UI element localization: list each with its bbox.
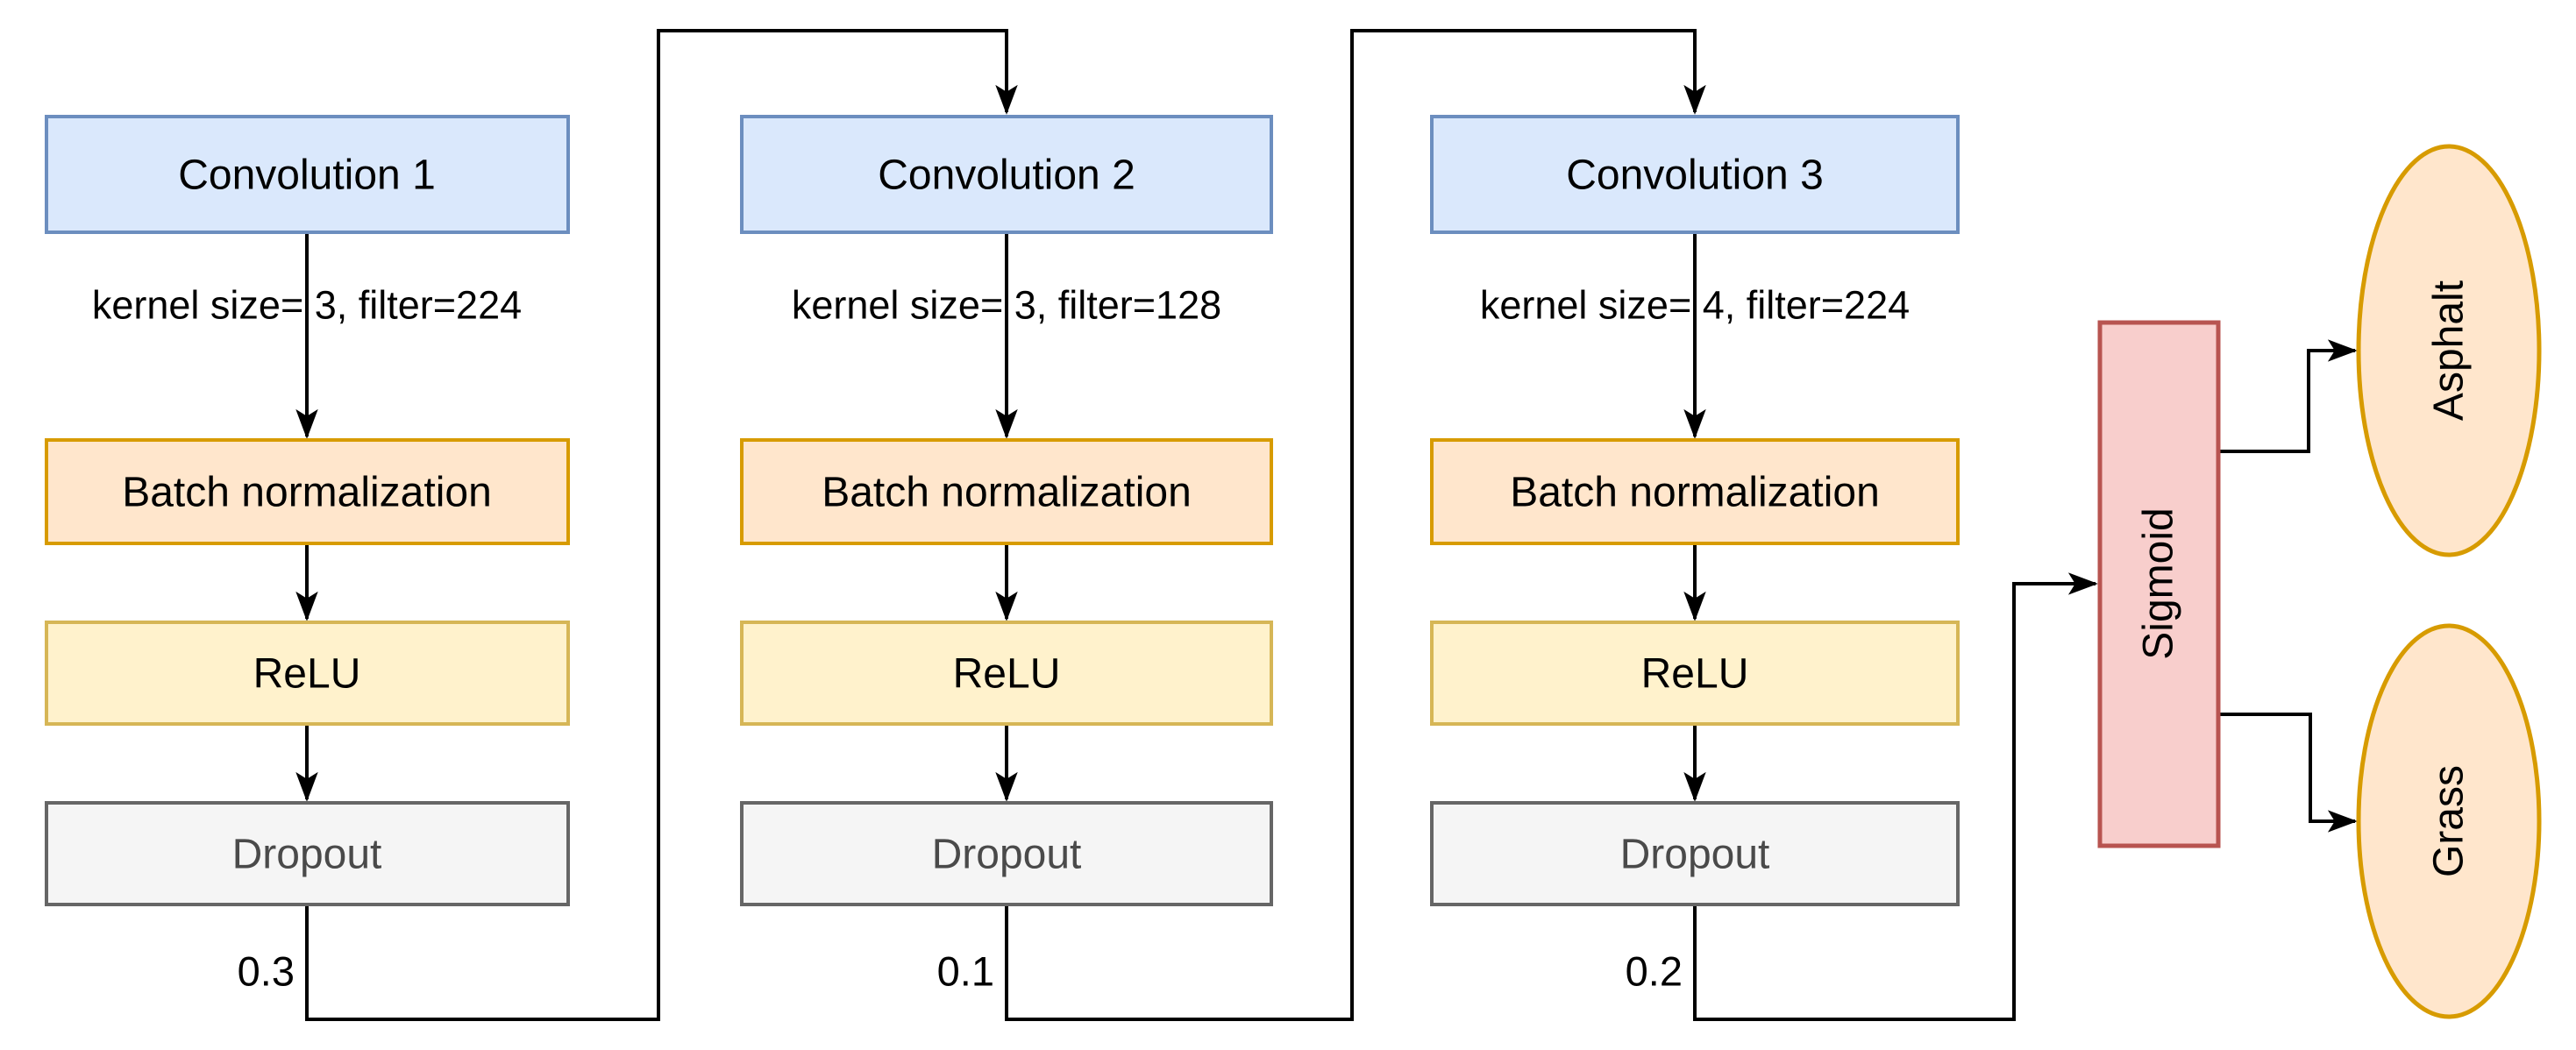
dropout1-label: Dropout (232, 832, 382, 878)
edge-dropout1-to-conv2 (305, 29, 1018, 1021)
dropout1-box (45, 801, 570, 906)
edge-sigmoid-to-grass (2218, 713, 2358, 833)
conv-block-3: Convolution 3 kernel size= 4, filter=224… (1430, 115, 1960, 995)
dropout2-box (740, 801, 1273, 906)
sigmoid-node: Sigmoid (2097, 320, 2221, 848)
sigmoid-box (2097, 320, 2221, 848)
grass-label: Grass (2426, 765, 2473, 877)
relu3-label: ReLU (1641, 651, 1749, 698)
batchnorm2-box (740, 438, 1273, 545)
edge-dropout2-to-conv3 (1005, 29, 1706, 1021)
edge-sigmoid-to-asphalt (2218, 339, 2358, 453)
relu3-box (1430, 621, 1960, 726)
batchnorm1-label: Batch normalization (122, 470, 492, 516)
conv3-box (1430, 115, 1960, 234)
dropout1-rate-label: 0.3 (238, 948, 295, 995)
dropout2-rate-label: 0.1 (937, 948, 994, 995)
dropout2-label: Dropout (932, 832, 1082, 878)
conv1-label: Convolution 1 (178, 153, 436, 199)
output-node-asphalt: Asphalt (2356, 144, 2542, 557)
conv3-params-label: kernel size= 4, filter=224 (1480, 283, 1910, 328)
conv2-params-label: kernel size= 3, filter=128 (792, 283, 1221, 328)
relu1-label: ReLU (253, 651, 361, 698)
dropout3-label: Dropout (1620, 832, 1770, 878)
edge-dropout3-to-sigmoid (1693, 572, 2098, 1021)
batchnorm1-box (45, 438, 570, 545)
conv-block-2: Convolution 2 kernel size= 3, filter=128… (740, 115, 1273, 995)
dropout3-box (1430, 801, 1960, 906)
conv2-label: Convolution 2 (878, 153, 1135, 199)
grass-ellipse (2356, 623, 2542, 1019)
dropout3-rate-label: 0.2 (1626, 948, 1683, 995)
asphalt-ellipse (2356, 144, 2542, 557)
conv1-box (45, 115, 570, 234)
conv-block-1: Convolution 1 kernel size= 3, filter=224… (45, 115, 570, 995)
relu2-box (740, 621, 1273, 726)
relu2-label: ReLU (953, 651, 1061, 698)
batchnorm2-label: Batch normalization (822, 470, 1192, 516)
batchnorm3-box (1430, 438, 1960, 545)
output-node-grass: Grass (2356, 623, 2542, 1019)
conv3-label: Convolution 3 (1566, 153, 1824, 199)
asphalt-label: Asphalt (2426, 280, 2473, 421)
conv1-params-label: kernel size= 3, filter=224 (92, 283, 522, 328)
batchnorm3-label: Batch normalization (1510, 470, 1880, 516)
relu1-box (45, 621, 570, 726)
sigmoid-label: Sigmoid (2136, 507, 2182, 659)
conv2-box (740, 115, 1273, 234)
